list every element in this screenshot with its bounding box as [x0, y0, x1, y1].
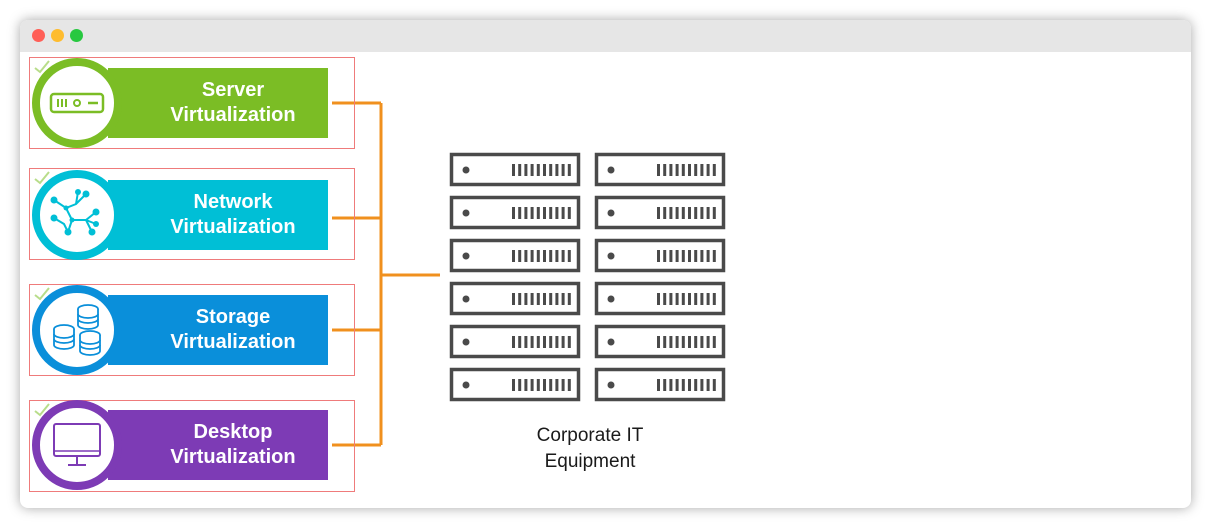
- check-icon: [34, 171, 50, 185]
- server-racks: [449, 152, 726, 402]
- maximize-window-button[interactable]: [70, 29, 83, 42]
- rack-unit: [449, 324, 581, 359]
- server-virtualization-badge: [32, 58, 122, 148]
- rack-unit: [594, 367, 726, 402]
- check-icon: [34, 287, 50, 301]
- desktop-icon: [53, 423, 101, 466]
- rack-unit: [449, 281, 581, 316]
- storage-title: Storage: [195, 306, 271, 328]
- close-window-button[interactable]: [32, 29, 45, 42]
- browser-window: Server Virtualization Network Virtualiza…: [20, 20, 1191, 508]
- server-virtualization-selection[interactable]: [29, 57, 355, 149]
- rack-unit: [594, 238, 726, 273]
- diagram: Server Virtualization Network Virtualiza…: [20, 20, 1191, 508]
- check-icon: [34, 403, 50, 417]
- server-virtualization-label: Server Virtualization: [108, 68, 328, 138]
- server-subtitle: Virtualization: [170, 104, 296, 126]
- storage-subtitle: Virtualization: [170, 331, 296, 353]
- rack-unit: [594, 152, 726, 187]
- desktop-title: Desktop: [193, 421, 273, 443]
- connector-lines: [332, 101, 440, 447]
- check-icon: [34, 60, 50, 74]
- network-virtualization-selection[interactable]: [29, 168, 355, 260]
- desktop-virtualization-selection[interactable]: [29, 400, 355, 492]
- storage-icon: [53, 304, 101, 356]
- network-virtualization-label: Network Virtualization: [108, 180, 328, 250]
- network-subtitle: Virtualization: [170, 216, 296, 238]
- desktop-virtualization-label: Desktop Virtualization: [108, 410, 328, 480]
- title-bar: [20, 20, 1191, 52]
- storage-virtualization-label: Storage Virtualization: [108, 295, 328, 365]
- rack-unit: [449, 238, 581, 273]
- network-virtualization-badge: [32, 170, 122, 260]
- desktop-subtitle: Virtualization: [170, 446, 296, 468]
- rack-unit: [594, 324, 726, 359]
- server-title: Server: [201, 79, 265, 101]
- network-icon: [50, 189, 100, 236]
- rack-unit: [594, 195, 726, 230]
- network-title: Network: [193, 191, 273, 213]
- equipment-subtitle: Equipment: [544, 451, 636, 472]
- rack-unit: [449, 152, 581, 187]
- storage-virtualization-selection[interactable]: [29, 284, 355, 376]
- server-icon: [49, 92, 105, 114]
- storage-virtualization-badge: [32, 285, 122, 375]
- desktop-virtualization-badge: [32, 400, 122, 490]
- rack-unit: [594, 281, 726, 316]
- minimize-window-button[interactable]: [51, 29, 64, 42]
- equipment-caption: Corporate IT Equipment: [500, 423, 680, 475]
- equipment-title: Corporate IT: [536, 425, 644, 446]
- rack-unit: [449, 367, 581, 402]
- rack-unit: [449, 195, 581, 230]
